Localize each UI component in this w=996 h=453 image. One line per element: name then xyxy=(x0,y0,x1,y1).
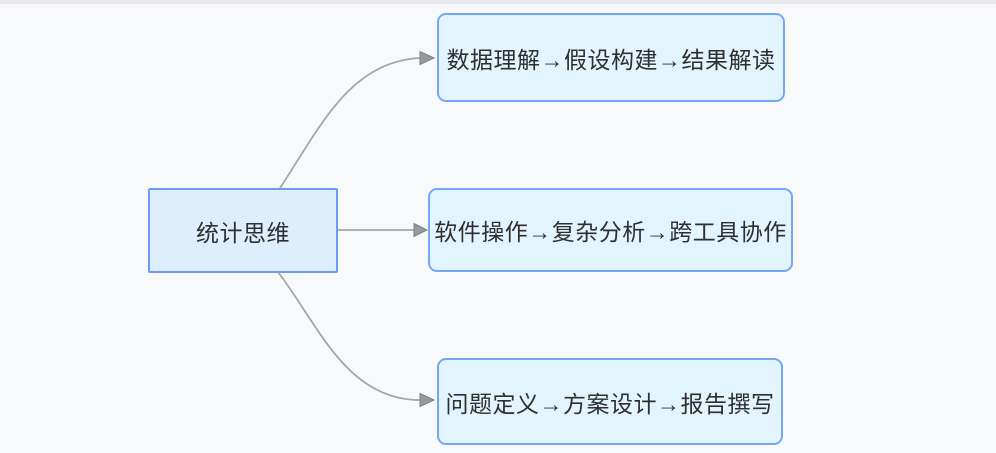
connector-root-to-child-3 xyxy=(277,271,421,401)
child-node-problem-definition[interactable]: 问题定义→方案设计→报告撰写 xyxy=(437,358,783,445)
connector-root-to-child-1 xyxy=(279,57,421,189)
arrowhead-child-3 xyxy=(419,392,436,408)
root-node-statistical-thinking[interactable]: 统计思维 xyxy=(148,188,338,273)
root-node-label: 统计思维 xyxy=(196,219,290,246)
child-node-label: 软件操作→复杂分析→跨工具协作 xyxy=(434,219,787,245)
child-node-label: 问题定义→方案设计→报告撰写 xyxy=(445,390,775,417)
child-node-label: 数据理解→假设构建→结果解读 xyxy=(446,46,776,73)
arrowhead-child-1 xyxy=(419,50,436,66)
arrowhead-child-2 xyxy=(413,222,429,238)
child-node-data-understanding[interactable]: 数据理解→假设构建→结果解读 xyxy=(437,13,785,102)
child-node-software-operation[interactable]: 软件操作→复杂分析→跨工具协作 xyxy=(428,188,793,272)
window-top-strip xyxy=(0,0,996,4)
